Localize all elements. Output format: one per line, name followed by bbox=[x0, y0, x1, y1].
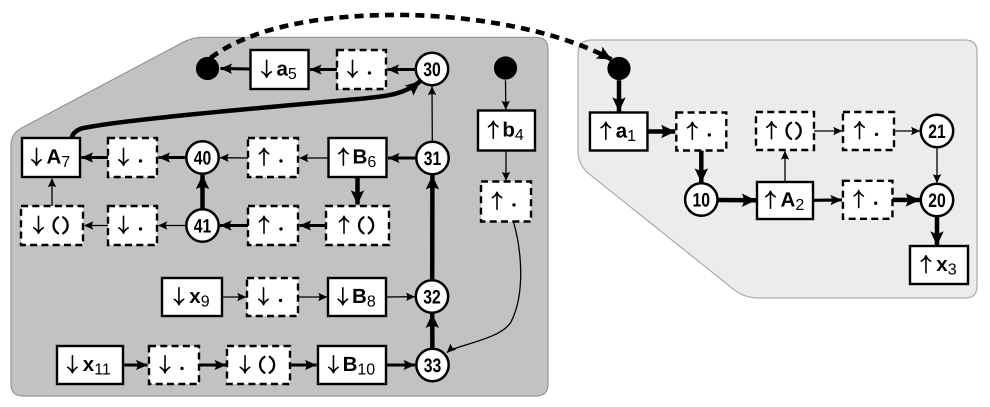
svg-text:30: 30 bbox=[423, 59, 441, 81]
svg-text:21: 21 bbox=[928, 121, 946, 143]
svg-text:40: 40 bbox=[194, 147, 212, 169]
svg-text:10: 10 bbox=[693, 189, 711, 211]
svg-text:32: 32 bbox=[423, 286, 441, 308]
svg-text:20: 20 bbox=[928, 190, 946, 212]
svg-text:41: 41 bbox=[194, 215, 212, 237]
svg-text:31: 31 bbox=[424, 148, 442, 170]
svg-text:33: 33 bbox=[424, 355, 442, 377]
